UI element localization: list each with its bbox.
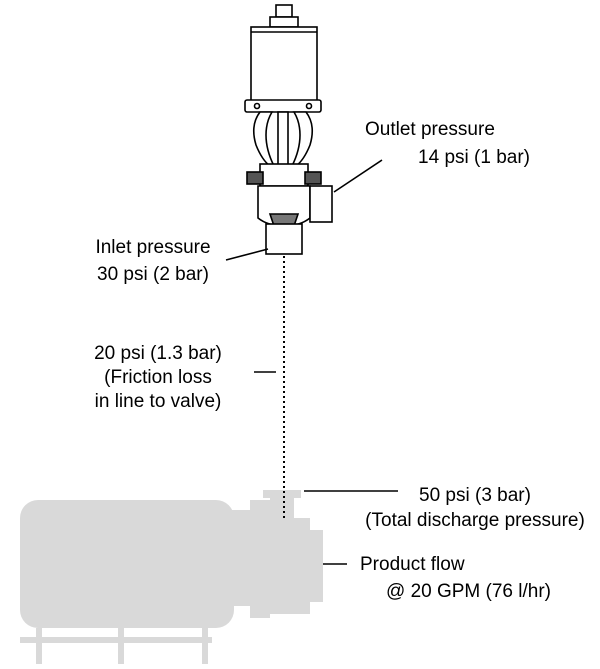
actuator-bolt-right bbox=[305, 102, 313, 110]
pump-motor-body bbox=[20, 500, 234, 628]
outlet-leader bbox=[333, 159, 383, 193]
pump-discharge-neck bbox=[270, 495, 294, 525]
pump-discharge-flange bbox=[263, 490, 301, 498]
centrifugal-pump bbox=[20, 490, 323, 664]
valve-assembly bbox=[244, 4, 333, 255]
valve-clamp-left bbox=[246, 171, 264, 185]
product-flow-rate: @ 20 GPM (76 l/hr) bbox=[386, 581, 551, 602]
discharge-pressure-label: (Total discharge pressure) bbox=[365, 510, 585, 531]
valve-outlet-port bbox=[309, 185, 333, 223]
pump-adapter bbox=[226, 510, 250, 606]
outlet-pressure-title: Outlet pressure bbox=[365, 119, 495, 140]
pump-volute bbox=[270, 518, 310, 614]
leader-lines bbox=[225, 159, 398, 565]
pump-base-rail bbox=[20, 637, 212, 643]
valve-inlet-port bbox=[265, 223, 303, 255]
product-flow-title: Product flow bbox=[360, 554, 465, 575]
inlet-pressure-title: Inlet pressure bbox=[95, 237, 211, 258]
valve-bonnet bbox=[259, 163, 309, 187]
valve-top-collar bbox=[269, 16, 299, 28]
valve-yoke-left bbox=[252, 111, 276, 167]
friction-loss-value: 20 psi (1.3 bar) bbox=[94, 343, 222, 364]
inlet-leader bbox=[225, 248, 269, 261]
valve-yoke-right bbox=[290, 111, 314, 167]
inlet-pressure-value: 30 psi (2 bar) bbox=[97, 264, 209, 285]
pump-outlet-port bbox=[310, 530, 323, 602]
pump-foot-mid bbox=[118, 628, 124, 664]
outlet-pressure-value: 14 psi (1 bar) bbox=[418, 147, 530, 168]
pump-foot-left bbox=[36, 628, 42, 664]
discharge-pressure-value: 50 psi (3 bar) bbox=[419, 485, 531, 506]
pump-casing-flange bbox=[250, 500, 270, 618]
pump-foot-right bbox=[202, 628, 208, 664]
actuator-bolt-left bbox=[253, 102, 261, 110]
actuator-cylinder bbox=[250, 26, 318, 106]
valve-clamp-right bbox=[304, 171, 322, 185]
valve-top-nut bbox=[275, 4, 293, 18]
friction-loss-note: in line to valve) bbox=[94, 391, 222, 412]
friction-loss-label: (Friction loss bbox=[104, 367, 212, 388]
